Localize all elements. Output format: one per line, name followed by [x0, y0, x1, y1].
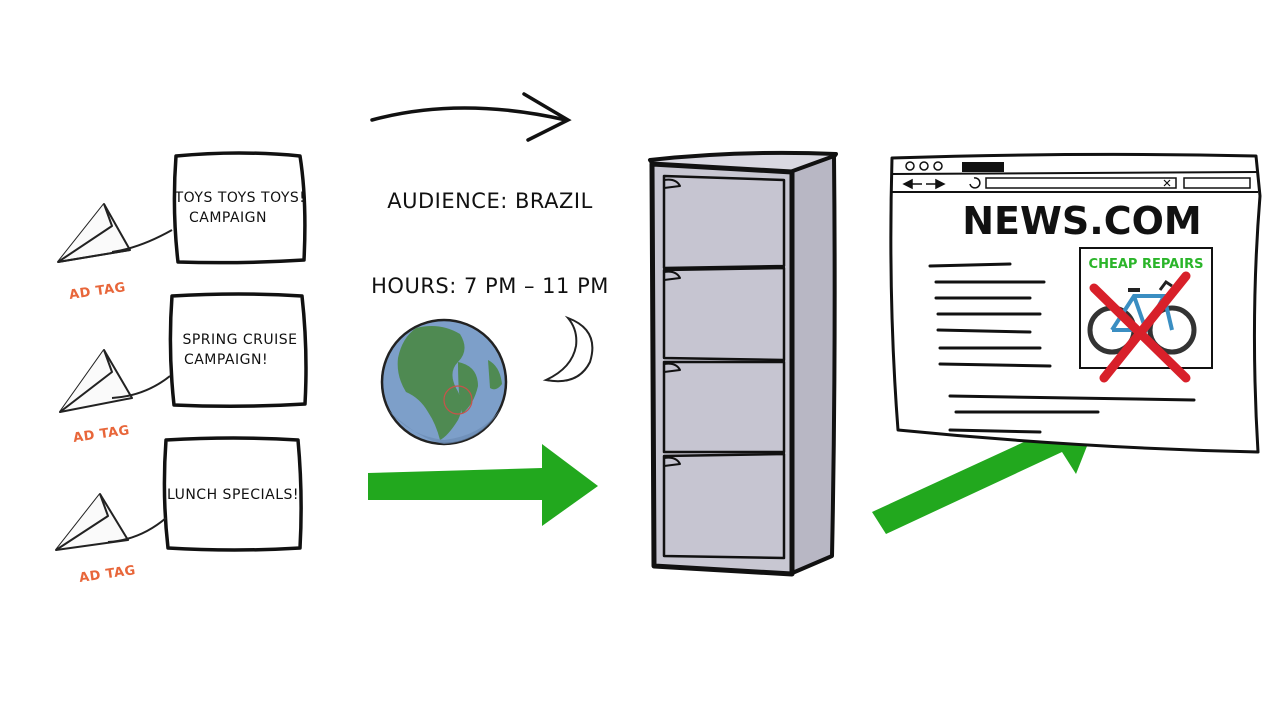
campaign-1-line2: CAMPAIGN [189, 210, 267, 226]
campaign-2-line1: SPRING CRUISE [182, 332, 297, 348]
window-close-icon [905, 161, 915, 171]
site-title: NEWS.COM [962, 199, 1202, 243]
forward-arrow-icon [926, 178, 946, 190]
browser-window-icon: NEWS.COM CHEAP REPAIRS [889, 152, 1262, 454]
globe-icon [380, 318, 508, 446]
browser-tab [962, 162, 1004, 172]
campaign-1-line1: TOYS TOYS TOYS! [174, 190, 306, 206]
paper-plane-icon [55, 493, 167, 551]
audience-label: AUDIENCE: BRAZIL [387, 189, 593, 213]
address-bar [985, 177, 1177, 189]
campaign-card-3: LUNCH SPECIALS! [162, 436, 303, 552]
paper-plane-icon [59, 349, 171, 413]
campaign-card-2: SPRING CRUISE CAMPAIGN! [168, 292, 308, 409]
ad-tag-label-3: AD TAG [78, 563, 137, 586]
window-minimize-icon [919, 161, 929, 171]
green-arrow-icon [368, 444, 598, 526]
ad-label: CHEAP REPAIRS [1089, 257, 1204, 272]
refresh-icon [969, 177, 981, 189]
cross-icon [1089, 271, 1191, 383]
search-box [1183, 177, 1251, 189]
ad-tag-label-2: AD TAG [72, 423, 131, 446]
server-cabinet-icon [648, 150, 838, 577]
campaign-card-1: TOYS TOYS TOYS! CAMPAIGN [172, 151, 307, 265]
ad-tag-label-1: AD TAG [68, 280, 127, 303]
article-text-lines [928, 262, 1196, 434]
back-arrow-icon [902, 178, 922, 190]
moon-icon [542, 315, 594, 383]
campaign-3-line1: LUNCH SPECIALS! [167, 487, 299, 503]
paper-plane-icon [57, 203, 173, 263]
window-maximize-icon [933, 161, 943, 171]
campaign-2-line2: CAMPAIGN! [184, 352, 268, 368]
hours-label: HOURS: 7 PM – 11 PM [371, 274, 609, 298]
flow-arrow-icon [370, 92, 572, 142]
clear-icon [1163, 179, 1171, 187]
